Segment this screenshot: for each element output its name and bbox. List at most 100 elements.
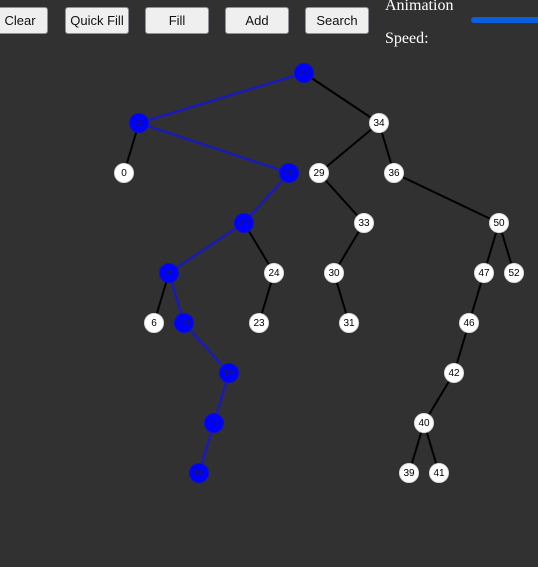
node-circle <box>234 213 254 233</box>
tree-node-22[interactable]: 22 <box>234 213 254 233</box>
node-label: 6 <box>151 318 157 329</box>
node-circle <box>444 363 464 383</box>
node-circle <box>294 63 314 83</box>
node-circle <box>504 263 524 283</box>
node-label: 27 <box>298 68 310 79</box>
animation-label: Animation <box>385 0 454 14</box>
node-circle <box>339 313 359 333</box>
node-label: 31 <box>343 318 355 329</box>
tree-node-34[interactable]: 34 <box>369 113 389 133</box>
node-label: 40 <box>418 418 430 429</box>
node-label: 26 <box>283 168 295 179</box>
tree-node-4[interactable]: 4 <box>129 113 149 133</box>
node-label: 41 <box>433 468 445 479</box>
node-label: 23 <box>253 318 265 329</box>
node-circle <box>489 213 509 233</box>
node-circle <box>249 313 269 333</box>
tree-node-17[interactable]: 17 <box>204 413 224 433</box>
edge-layer <box>123 71 515 474</box>
tree-node-23[interactable]: 23 <box>249 313 269 333</box>
node-circle <box>309 163 329 183</box>
node-label: 18 <box>223 368 235 379</box>
node-circle <box>399 463 419 483</box>
node-circle <box>354 213 374 233</box>
node-circle <box>369 113 389 133</box>
tree-node-16[interactable]: 16 <box>189 463 209 483</box>
clear-button[interactable]: Clear <box>0 7 48 34</box>
tree-node-0[interactable]: 0 <box>114 163 134 183</box>
node-label: 8 <box>166 268 172 279</box>
node-circle <box>189 463 209 483</box>
tree-node-18[interactable]: 18 <box>219 363 239 383</box>
tree-node-26[interactable]: 26 <box>279 163 299 183</box>
node-circle <box>204 413 224 433</box>
node-label: 34 <box>373 118 385 129</box>
node-label: 46 <box>463 318 475 329</box>
tree-node-41[interactable]: 41 <box>429 463 449 483</box>
tree-edge-n10-n18 <box>183 322 230 374</box>
tree-node-42[interactable]: 42 <box>444 363 464 383</box>
node-label: 22 <box>238 218 250 229</box>
node-circle <box>429 463 449 483</box>
tree-node-31[interactable]: 31 <box>339 313 359 333</box>
node-label: 33 <box>358 218 370 229</box>
node-circle <box>129 113 149 133</box>
tree-node-24[interactable]: 24 <box>264 263 284 283</box>
tree-node-6[interactable]: 6 <box>144 313 164 333</box>
node-circle <box>279 163 299 183</box>
node-label: 4 <box>136 118 142 129</box>
tree-node-33[interactable]: 33 <box>354 213 374 233</box>
tree-node-8[interactable]: 8 <box>159 263 179 283</box>
node-label: 10 <box>178 318 190 329</box>
node-circle <box>174 313 194 333</box>
node-label: 0 <box>121 168 127 179</box>
tree-node-36[interactable]: 36 <box>384 163 404 183</box>
node-label: 24 <box>268 268 280 279</box>
node-label: 36 <box>388 168 400 179</box>
tree-edge-n36-n50 <box>393 172 500 224</box>
node-label: 17 <box>208 418 220 429</box>
add-button[interactable]: Add <box>225 7 289 34</box>
node-label: 47 <box>478 268 490 279</box>
node-label: 29 <box>313 168 325 179</box>
node-label: 30 <box>328 268 340 279</box>
fill-button[interactable]: Fill <box>145 7 209 34</box>
node-circle <box>459 313 479 333</box>
node-circle <box>324 263 344 283</box>
tree-edge-n34-n29 <box>318 122 380 174</box>
node-label: 50 <box>493 218 505 229</box>
node-circle <box>414 413 434 433</box>
node-circle <box>474 263 494 283</box>
tree-node-52[interactable]: 52 <box>504 263 524 283</box>
tree-edge-n22-n8 <box>168 221 245 275</box>
node-circle <box>264 263 284 283</box>
node-circle <box>219 363 239 383</box>
tree-node-29[interactable]: 29 <box>309 163 329 183</box>
node-circle <box>384 163 404 183</box>
tree-node-10[interactable]: 10 <box>174 313 194 333</box>
tree-edge-n29-n33 <box>318 172 365 224</box>
tree-node-39[interactable]: 39 <box>399 463 419 483</box>
search-button[interactable]: Search <box>305 7 369 34</box>
speed-label: Speed: <box>385 30 429 47</box>
node-label: 39 <box>403 468 415 479</box>
node-circle <box>144 313 164 333</box>
tree-edge-n26-n22 <box>243 172 290 224</box>
tree-node-30[interactable]: 30 <box>324 263 344 283</box>
node-layer: 27 4 34 0 26 29 36 22 33 50 8 24 30 47 52 6 10 23 31 46 18 42… <box>114 63 524 483</box>
tree-edge-n27-n4 <box>138 71 305 125</box>
tree-node-50[interactable]: 50 <box>489 213 509 233</box>
tree-node-47[interactable]: 47 <box>474 263 494 283</box>
tree-node-27[interactable]: 27 <box>294 63 314 83</box>
node-circle <box>114 163 134 183</box>
node-label: 42 <box>448 368 460 379</box>
animation-speed-slider[interactable] <box>471 17 538 23</box>
tree-node-40[interactable]: 40 <box>414 413 434 433</box>
node-label: 16 <box>193 468 205 479</box>
quick-fill-button[interactable]: Quick Fill <box>65 7 129 34</box>
node-circle <box>159 263 179 283</box>
tree-edge-n27-n34 <box>303 72 380 124</box>
tree-node-46[interactable]: 46 <box>459 313 479 333</box>
